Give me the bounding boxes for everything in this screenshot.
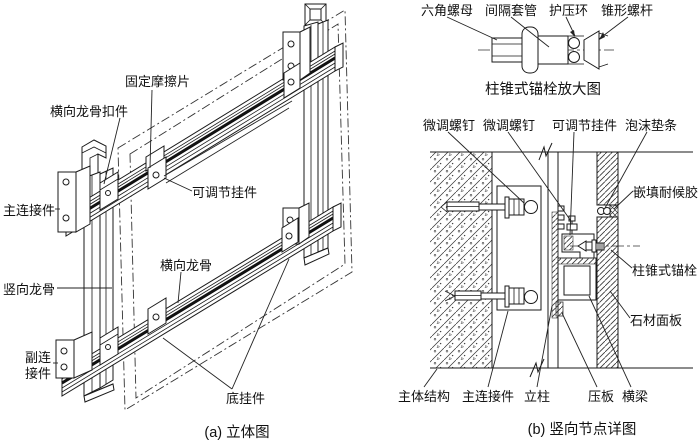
caption-perspective-view: (a) 立体图 [204,424,269,441]
label-main-structure: 主体结构 [398,389,450,404]
label-cone-anchor-bolt: 柱锥式锚栓 [632,263,697,278]
anchor-bolt-enlarged: 六角螺母 间隔套管 护压环 锥形螺杆 柱锥式锚栓放大图 [421,3,653,98]
caption-anchor-bolt-enlarged: 柱锥式锚栓放大图 [485,81,601,98]
label-adjustable-hanger-b: 可调节挂件 [552,118,617,133]
label-sub-connector-line1: 副连 [25,350,51,365]
label-hex-nut: 六角螺母 [421,3,473,18]
label-horizontal-keel: 横向龙骨 [160,258,212,273]
main-connector-bracket [57,165,91,233]
pressure-ring-shape [568,35,584,65]
label-pressure-ring: 护压环 [549,3,588,18]
spacer-sleeve-shape [537,35,569,65]
label-horizontal-keel-clip: 横向龙骨扣件 [50,104,128,119]
label-weatherproof-sealant: 嵌填耐候胶 [633,185,698,200]
stone-panels [596,151,619,369]
leader-lines-bolt [446,16,629,48]
caption-vertical-node-detail: (b) 竖向节点详图 [528,421,637,438]
label-fine-adjust-screw-left: 微调螺钉 [423,118,475,133]
sub-connector-bracket [55,331,93,379]
conical-rod-shape [583,30,609,70]
vertical-node-detail: 微调螺钉 微调螺钉 可调节挂件 泡沫垫条 嵌填耐候胶 柱锥式锚栓 石材面板 主体… [398,118,698,438]
concrete-wall [430,152,492,368]
pressure-plate-shape [555,301,564,317]
label-mullion: 立柱 [524,389,550,404]
wall-anchor-bolt-lower [444,285,525,308]
label-spacer-sleeve: 间隔套管 [485,3,537,18]
label-conical-screw: 锥形螺杆 [601,3,653,18]
hex-nut-shape [491,37,524,63]
wall-anchor-bolt-upper [440,196,525,219]
adjustable-hanger-assembly [561,215,595,259]
label-vertical-keel: 竖向龙骨 [3,282,55,297]
panel-joint [597,204,619,218]
label-stone-panel: 石材面板 [630,313,682,328]
leader-lines-a [53,89,293,390]
label-pressure-plate: 压板 [588,389,614,404]
flange-washer-shape [521,26,539,74]
keel-clips [99,62,301,366]
label-adjustable-hanger-a: 可调节挂件 [192,185,257,200]
stone-anchor-bolt [570,239,640,253]
perspective-view: 固定摩擦片 横向龙骨扣件 主连接件 可调节挂件 竖向龙骨 横向龙骨 副连 接件 … [3,3,353,441]
cross-beam [557,257,597,301]
leader-lines-b [423,131,648,388]
label-bottom-hanger: 底挂件 [226,391,265,406]
label-cross-beam: 横梁 [622,389,648,404]
label-fine-adjust-screw-right: 微调螺钉 [483,118,535,133]
label-main-connector-a: 主连接件 [3,203,55,218]
label-fixed-friction-pad: 固定摩擦片 [125,74,190,89]
label-foam-backer-rod: 泡沫垫条 [625,118,677,133]
label-main-connector-b: 主连接件 [462,389,514,404]
label-sub-connector-line2: 接件 [25,366,51,381]
stone-panel-outline [117,9,353,411]
